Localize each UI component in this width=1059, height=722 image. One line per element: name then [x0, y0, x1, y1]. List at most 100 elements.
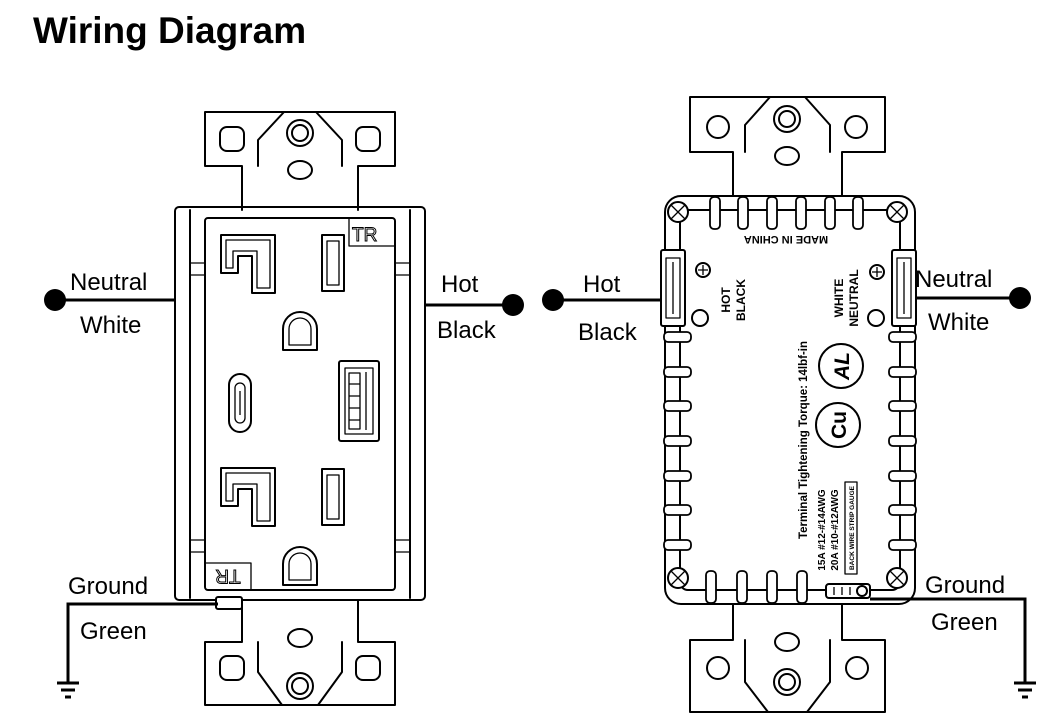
strap-screw-icon: [286, 119, 314, 147]
corner-screw-icon: [886, 567, 908, 589]
tr-label: TR: [215, 565, 240, 586]
receptacle-face: [204, 217, 396, 591]
housing-fin: [663, 539, 692, 551]
housing-fin: [796, 570, 808, 604]
front-ground-wire: Ground Green: [57, 573, 218, 699]
front-housing: [174, 206, 426, 601]
back-hot-wire: Hot Black: [542, 271, 662, 346]
strip-gauge-label: BACK WIRE STRIP GAUGE: [849, 485, 856, 570]
neutral-color-label: White: [80, 312, 141, 339]
housing-fin: [709, 196, 721, 230]
strap-mounting-hole: [355, 655, 381, 681]
housing-fin: [888, 435, 917, 447]
lower-outlet: [220, 467, 345, 586]
back-top-mounting-strap: [689, 96, 886, 197]
rating-20a-label: 20A #10-#12AWG: [830, 489, 841, 571]
cu-mark-label: Cu: [828, 411, 851, 439]
ground-label: Ground: [68, 573, 148, 600]
backwire-hole: [691, 309, 709, 327]
hot-slot: [321, 234, 345, 292]
strap-screw-icon: [773, 668, 801, 696]
upper-outlet: [220, 234, 345, 351]
usb-a-port: [338, 360, 380, 442]
housing-fin: [663, 504, 692, 516]
neutral-terminal-color-label: WHITE: [832, 279, 846, 318]
back-ground-wire: Ground Green: [870, 572, 1036, 699]
housing-fin: [663, 331, 692, 343]
aluminum-mark: AL: [818, 343, 864, 389]
hot-terminal-label: HOT: [719, 287, 733, 313]
housing-fin: [766, 196, 778, 230]
housing-fin: [852, 196, 864, 230]
rating-15a-label: 15A #12-#14AWG: [817, 489, 828, 571]
back-bottom-mounting-strap: [689, 603, 886, 713]
neutral-t-slot: [220, 234, 276, 294]
strap-mounting-hole: [706, 115, 730, 139]
housing-fin: [663, 366, 692, 378]
housing-fin: [888, 504, 917, 516]
al-mark-label: AL: [831, 352, 854, 381]
strap-mounting-hole: [219, 655, 245, 681]
wire-end-dot: [44, 289, 66, 311]
ground-hole: [282, 546, 318, 586]
hot-slot: [321, 468, 345, 526]
strip-gauge: BACK WIRE STRIP GAUGE: [844, 481, 858, 575]
strap-mounting-hole: [706, 656, 730, 680]
housing-fin: [795, 196, 807, 230]
housing-fin: [705, 570, 717, 604]
strap-slot-hole: [774, 146, 800, 166]
hot-terminal-block: [660, 249, 711, 327]
strap-mounting-hole: [845, 656, 869, 680]
tamper-resistant-mark-bottom: TR: [205, 562, 252, 590]
neutral-color-label: White: [928, 309, 989, 336]
ground-label: Ground: [925, 572, 1005, 599]
strap-mounting-hole: [844, 115, 868, 139]
housing-fin: [888, 539, 917, 551]
wire-end-dot: [542, 289, 564, 311]
housing-fin: [663, 470, 692, 482]
ground-color-label: Green: [931, 609, 998, 636]
corner-screw-icon: [667, 201, 689, 223]
front-hot-wire: Hot Black: [425, 271, 524, 344]
housing-fin: [824, 196, 836, 230]
hot-terminal-color-label: BLACK: [734, 279, 748, 321]
housing-fin: [737, 196, 749, 230]
back-neutral-wire: Neutral White: [915, 266, 1031, 336]
housing-fin: [663, 400, 692, 412]
back-view-receptacle: MADE IN CHINA HOT BLACK WHITE NEUTRAL AL…: [542, 96, 1036, 713]
tr-label: TR: [352, 225, 377, 246]
housing-fin: [663, 435, 692, 447]
strap-slot-hole: [774, 632, 800, 652]
hot-color-label: Black: [437, 317, 497, 344]
corner-screw-icon: [667, 567, 689, 589]
housing-fin: [888, 470, 917, 482]
housing-fin: [888, 366, 917, 378]
housing-fins: [663, 196, 917, 604]
corner-screw-icon: [886, 201, 908, 223]
strap-screw-icon: [286, 672, 314, 700]
strap-mounting-hole: [219, 126, 245, 152]
hot-label: Hot: [583, 271, 621, 298]
neutral-terminal-label: NEUTRAL: [847, 269, 861, 326]
wire-end-dot: [502, 294, 524, 316]
ground-hole: [282, 311, 318, 351]
corner-screws: [667, 201, 908, 589]
neutral-terminal-block: [867, 249, 917, 327]
housing-fin: [888, 400, 917, 412]
back-ground-screw-terminal: [825, 583, 871, 599]
ground-symbol-icon: [57, 681, 79, 699]
hot-color-label: Black: [578, 319, 638, 346]
wire-end-dot: [1009, 287, 1031, 309]
housing-fin: [766, 570, 778, 604]
neutral-label: Neutral: [915, 266, 992, 293]
front-view-receptacle: TR TR: [44, 111, 524, 706]
strap-mounting-hole: [355, 126, 381, 152]
housing-fin: [736, 570, 748, 604]
neutral-label: Neutral: [70, 269, 147, 296]
torque-label: Terminal Tightening Torque: 14lbf-in: [798, 341, 810, 539]
neutral-t-slot: [220, 467, 276, 527]
usb-c-port: [228, 373, 252, 433]
page-title: Wiring Diagram: [33, 10, 306, 51]
backwire-hole: [867, 309, 885, 327]
